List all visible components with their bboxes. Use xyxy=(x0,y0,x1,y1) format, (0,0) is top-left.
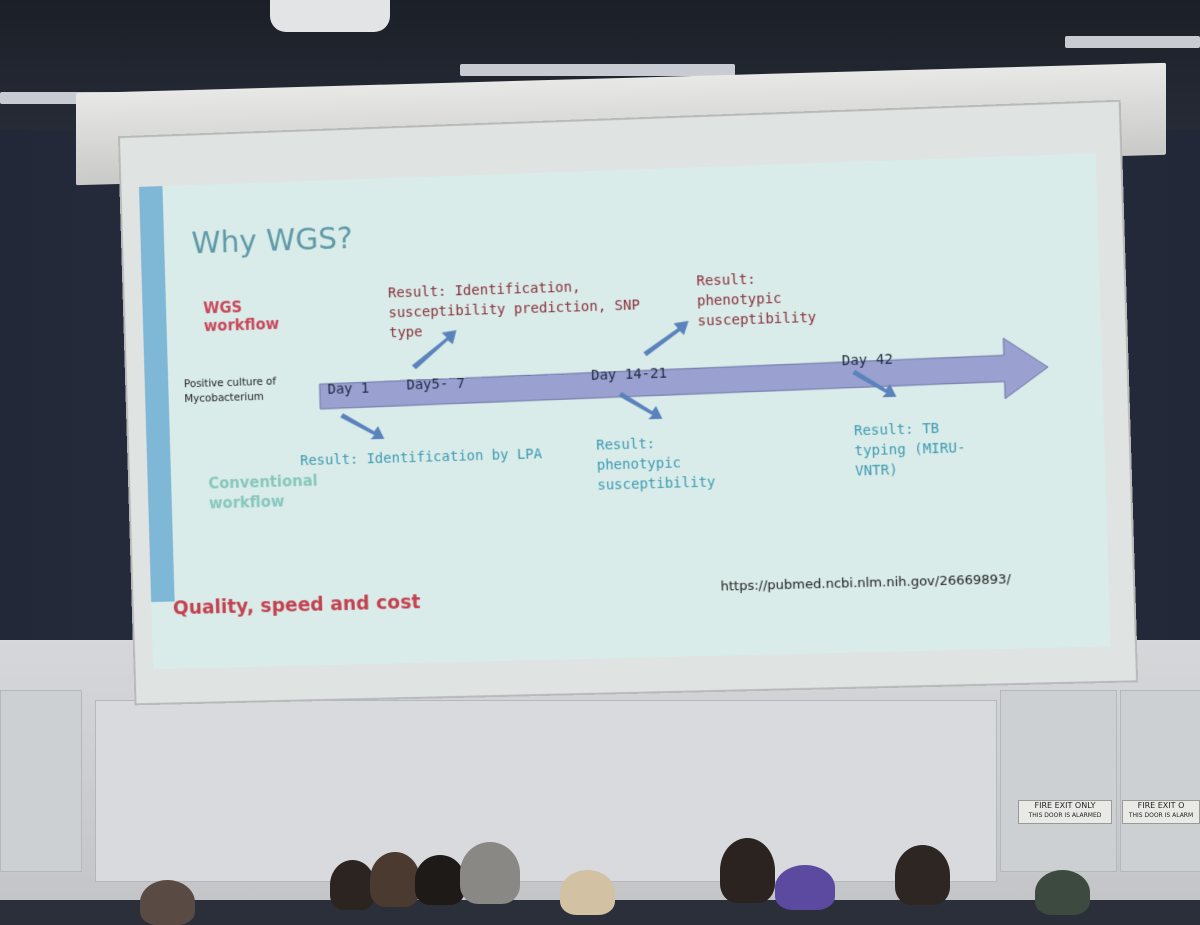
wgs-result: Result: phenotypic susceptibility xyxy=(696,271,817,330)
arrow-down-day14 xyxy=(618,392,662,419)
audience-head xyxy=(1035,870,1090,915)
wgs-result: Result: Identification, susceptibility p… xyxy=(387,279,641,342)
audience-head xyxy=(720,838,775,903)
ceiling-light xyxy=(460,64,735,76)
arrow-up-day5 xyxy=(410,330,458,370)
fire-exit-text: FIRE EXIT O xyxy=(1137,801,1185,810)
timeline-diagram xyxy=(139,320,1110,441)
ceiling-light xyxy=(1065,36,1200,48)
arrow-down-day42 xyxy=(852,368,897,399)
fire-exit-sign: FIRE EXIT O THIS DOOR IS ALARM xyxy=(1122,800,1200,824)
projection-screen: Why WGS? WGS workflow Conventional workf… xyxy=(117,99,1139,706)
door-panel xyxy=(1000,690,1117,872)
audience-head xyxy=(775,865,835,910)
result-arrows xyxy=(340,320,897,441)
day-label: Day 42 xyxy=(841,351,894,370)
fire-exit-subtext: THIS DOOR IS ALARMED xyxy=(1028,812,1102,819)
fire-exit-subtext: THIS DOOR IS ALARM xyxy=(1128,812,1194,819)
audience-head xyxy=(140,880,195,925)
arrow-up-day14 xyxy=(642,320,690,357)
day-label: Day 1 xyxy=(327,380,370,398)
day-label: Day5- 7 xyxy=(406,375,466,394)
slide: Why WGS? WGS workflow Conventional workf… xyxy=(139,153,1111,670)
audience-head xyxy=(560,870,615,915)
wall-panel xyxy=(0,690,82,872)
conventional-result: Result: phenotypic susceptibility xyxy=(595,436,716,494)
conventional-result: Result: TB typing (MIRU-VNTR) xyxy=(853,420,966,480)
timeline-arrow xyxy=(319,337,1049,419)
audience-head xyxy=(460,842,520,904)
day-label: Day 14-21 xyxy=(590,365,668,384)
projector xyxy=(270,0,390,32)
fire-exit-sign: FIRE EXIT ONLY THIS DOOR IS ALARMED xyxy=(1018,800,1112,824)
audience-head xyxy=(415,855,465,905)
audience-head xyxy=(330,860,375,910)
arrow-down-day1 xyxy=(340,412,385,441)
wall-panel xyxy=(95,700,997,882)
audience-head xyxy=(370,852,420,907)
audience xyxy=(0,838,1200,925)
fire-exit-text: FIRE EXIT ONLY xyxy=(1034,801,1096,810)
door-panel xyxy=(1120,690,1200,872)
audience-head xyxy=(895,845,950,905)
